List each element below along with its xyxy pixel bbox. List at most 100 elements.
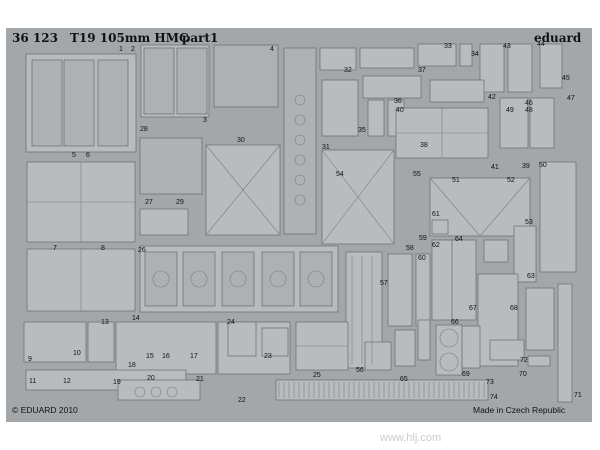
part-number-label: 40 [396, 107, 404, 114]
etch-line [479, 177, 531, 237]
part-number-label: 16 [162, 353, 170, 360]
etch-hole [166, 386, 178, 398]
etch-line [205, 144, 281, 236]
catalog-number: 36 123 [12, 31, 58, 45]
etched-part [319, 47, 357, 71]
etched-part [299, 251, 333, 307]
etched-part [489, 339, 525, 361]
part-number-label: 39 [522, 163, 530, 170]
etched-part [227, 321, 257, 357]
etched-part [429, 79, 485, 103]
etch-hole [150, 386, 162, 398]
part-number-label: 50 [539, 162, 547, 169]
part-number-label: 6 [86, 152, 90, 159]
etch-hole [307, 270, 325, 288]
etched-part [367, 99, 385, 137]
etched-part [417, 319, 431, 361]
part-number-label: 14 [132, 315, 140, 322]
origin-text: Made in Czech Republic [473, 405, 566, 415]
part-number-label: 45 [562, 75, 570, 82]
part-number-label: 42 [488, 94, 496, 101]
etched-part [283, 47, 317, 235]
part-number-label: 58 [406, 245, 414, 252]
part-number-label: 30 [237, 137, 245, 144]
part-number-label: 22 [238, 397, 246, 404]
etch-line [429, 177, 481, 237]
etched-part [417, 43, 457, 67]
part-number-label: 53 [525, 219, 533, 226]
part-number-label: 9 [28, 356, 32, 363]
copyright-text: © EDUARD 2010 [12, 405, 78, 415]
etched-part [143, 47, 175, 115]
part-number-label: 46 [525, 100, 533, 107]
etch-hole [190, 270, 208, 288]
part-number-label: 2 [131, 46, 135, 53]
etch-hole [294, 154, 306, 166]
part-number-label: 57 [380, 280, 388, 287]
etched-part [525, 287, 555, 351]
part-number-label: 38 [420, 142, 428, 149]
etched-part [459, 43, 473, 67]
watermark-text: www.hlj.com [380, 432, 442, 444]
etched-part [461, 325, 481, 369]
part-number-label: 47 [567, 95, 575, 102]
etch-hole [152, 270, 170, 288]
part-number-label: 56 [356, 367, 364, 374]
part-number-label: 74 [490, 394, 498, 401]
part-number-label: 72 [520, 357, 528, 364]
part-number-label: 13 [101, 319, 109, 326]
part-number-label: 35 [358, 127, 366, 134]
part-number-label: 37 [418, 67, 426, 74]
etched-part [539, 43, 563, 89]
etched-part [513, 225, 537, 283]
etched-part [139, 208, 189, 236]
etched-part [115, 321, 217, 375]
etched-part [364, 341, 392, 371]
part-number-label: 51 [452, 177, 460, 184]
part-number-label: 34 [471, 51, 479, 58]
part-number-label: 15 [146, 353, 154, 360]
etch-hole [269, 270, 287, 288]
etch-hole [294, 194, 306, 206]
part-number-label: 44 [537, 41, 545, 48]
etched-part [97, 59, 129, 147]
etched-part [63, 59, 95, 147]
etch-hole [294, 174, 306, 186]
part-number-label: 19 [113, 379, 121, 386]
etched-part [387, 253, 413, 327]
part-number-label: 63 [527, 273, 535, 280]
part-number-label: 70 [519, 371, 527, 378]
etched-part [557, 283, 573, 403]
part-number-label: 68 [510, 305, 518, 312]
part-label: part1 [182, 31, 219, 45]
part-number-label: 3 [203, 117, 207, 124]
part-number-label: 55 [413, 171, 421, 178]
etch-hole [294, 94, 306, 106]
part-number-label: 12 [63, 378, 71, 385]
part-number-label: 43 [503, 43, 511, 50]
etched-part [483, 239, 509, 263]
etched-part [139, 137, 203, 195]
etched-part [221, 251, 255, 307]
part-number-label: 73 [486, 379, 494, 386]
etched-part [144, 251, 178, 307]
etched-part [261, 327, 289, 357]
part-number-label: 54 [336, 171, 344, 178]
part-number-label: 5 [72, 152, 76, 159]
etched-part [529, 97, 555, 149]
part-number-label: 61 [432, 211, 440, 218]
etched-part [23, 321, 87, 363]
part-number-label: 59 [419, 235, 427, 242]
part-number-label: 23 [264, 353, 272, 360]
etch-hole [229, 270, 247, 288]
part-number-label: 71 [574, 392, 582, 399]
etched-part [394, 329, 416, 367]
etched-part [87, 321, 115, 363]
etched-part [415, 253, 431, 327]
part-number-label: 31 [322, 144, 330, 151]
part-number-label: 69 [462, 371, 470, 378]
kit-title: T19 105mm HMC [70, 31, 189, 45]
part-number-label: 29 [176, 199, 184, 206]
part-number-label: 4 [270, 46, 274, 53]
etched-part [261, 251, 295, 307]
